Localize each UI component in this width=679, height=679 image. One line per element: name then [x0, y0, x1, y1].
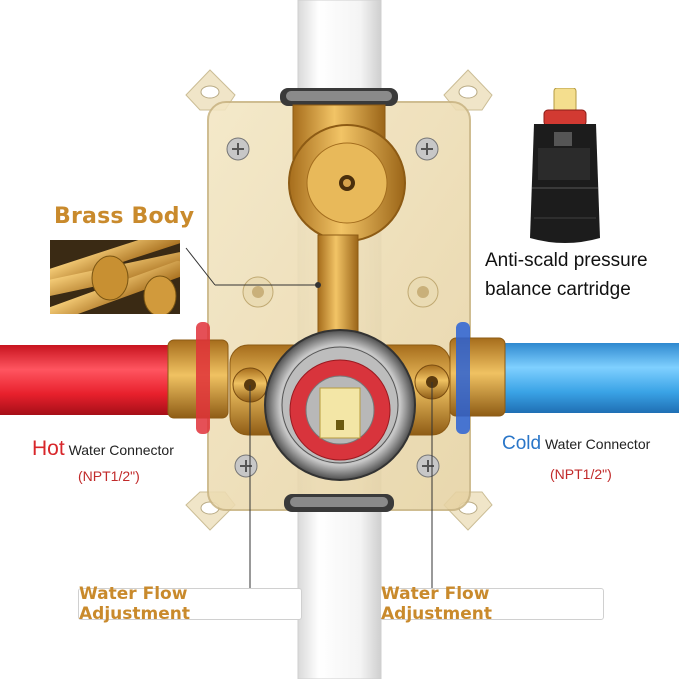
flow-adjustment-left-label: Water Flow Adjustment [78, 584, 302, 624]
cartridge-label-line2: balance cartridge [485, 279, 631, 300]
brass-body-label: Brass Body [54, 204, 195, 229]
flow-adjustment-right-label: Water Flow Adjustment [380, 584, 604, 624]
cold-connector-label: Cold Water Connector [502, 433, 650, 455]
cold-word: Cold [502, 433, 542, 454]
brass-rods-image [50, 240, 180, 314]
cold-npt-size: (NPT1/2") [550, 466, 612, 482]
hot-connector-label: Hot Water Connector [32, 437, 174, 461]
hot-word: Hot [32, 437, 65, 460]
hot-connector-text: Water Connector [68, 442, 174, 458]
cartridge-image [530, 88, 600, 243]
cartridge-label-line1: Anti-scald pressure [485, 250, 648, 271]
hot-npt-size: (NPT1/2") [78, 468, 140, 484]
cold-connector-text: Water Connector [544, 436, 651, 452]
